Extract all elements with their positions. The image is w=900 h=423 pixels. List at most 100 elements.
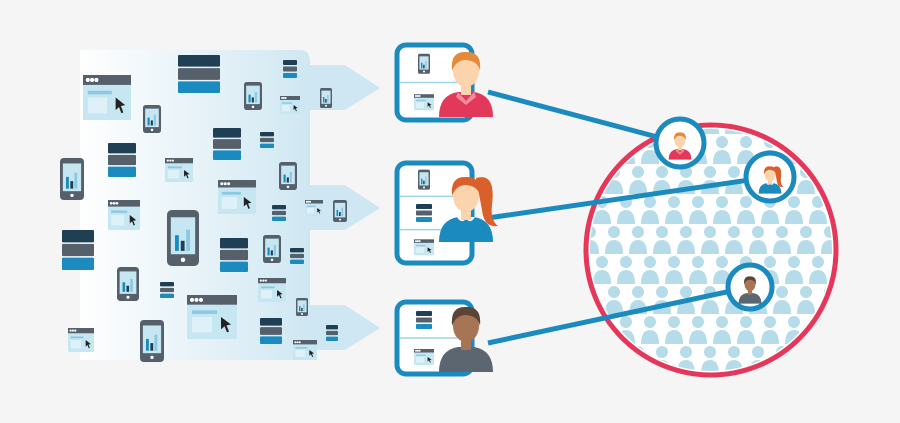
- browser-window-icon: [293, 340, 317, 360]
- face: [453, 310, 479, 342]
- browser-window-icon: [108, 200, 140, 230]
- smartphone-chart-icon: [296, 298, 308, 316]
- user-profile-dark-man-mini: [738, 276, 762, 304]
- face: [764, 167, 776, 182]
- browser-window-icon: [83, 75, 131, 120]
- crowd-person-icon: [737, 196, 755, 224]
- face: [674, 133, 686, 148]
- browser-window-icon: [414, 94, 434, 111]
- crowd-person-icon: [773, 286, 791, 314]
- crowd-person-icon: [665, 256, 683, 284]
- crowd-person-icon: [590, 166, 599, 194]
- connector-line-1: [487, 89, 681, 146]
- smartphone-chart-icon: [60, 158, 84, 200]
- hair: [674, 132, 686, 141]
- ponytail: [774, 166, 784, 188]
- user-profile-man-mini: [668, 132, 692, 160]
- crowd-person-icon: [809, 136, 827, 164]
- crowd-person-icon: [665, 316, 683, 344]
- crowd-person-icon: [773, 226, 791, 254]
- crowd-person-icon: [833, 196, 851, 224]
- crowd-person-icon: [665, 196, 683, 224]
- server-stack-icon: [326, 325, 338, 341]
- crowd-person-icon: [677, 226, 695, 254]
- server-stack-icon: [283, 60, 297, 78]
- crowd-person-icon: [689, 256, 707, 284]
- server-stack-icon: [178, 55, 220, 93]
- crowd-person-icon: [605, 346, 623, 371]
- crowd-person-icon: [605, 129, 623, 134]
- server-stack-icon: [416, 204, 432, 222]
- crowd-person-icon: [701, 226, 719, 254]
- crowd-person-icon: [821, 166, 832, 194]
- neck: [767, 179, 773, 185]
- browser-window-icon: [187, 295, 237, 339]
- smartphone-chart-icon: [117, 267, 139, 301]
- user-profile-man: [439, 51, 493, 117]
- smartphone-chart-icon: [140, 320, 164, 362]
- hair: [764, 166, 776, 175]
- server-stack-icon: [160, 282, 174, 298]
- crowd-person-icon: [725, 226, 743, 254]
- face: [744, 277, 756, 292]
- crowd-person-icon: [605, 226, 623, 254]
- server-stack-icon: [290, 248, 304, 264]
- crowd-person-icon: [713, 136, 731, 164]
- browser-window-icon: [68, 328, 94, 352]
- neck: [461, 83, 471, 95]
- server-stack-icon: [62, 230, 94, 270]
- flow-arrow-3: [300, 305, 380, 350]
- crowd-person-icon: [605, 286, 623, 314]
- server-stack-icon: [108, 143, 136, 177]
- crowd-person-icon: [617, 256, 635, 284]
- crowd-person-icon: [797, 129, 815, 134]
- crowd-person-icon: [713, 316, 731, 344]
- browser-window-icon: [218, 180, 256, 214]
- smartphone-chart-icon: [418, 169, 430, 190]
- crowd-person-icon: [641, 256, 659, 284]
- neck: [461, 338, 471, 350]
- neck: [677, 145, 683, 151]
- server-stack-icon: [260, 318, 282, 344]
- browser-window-icon: [414, 239, 434, 256]
- shirt: [439, 347, 493, 372]
- smartphone-chart-icon: [333, 200, 347, 222]
- crowd-person-icon: [833, 316, 851, 344]
- crowd-person-icon: [701, 346, 719, 371]
- connector-line-2: [487, 174, 771, 221]
- neck: [747, 289, 753, 295]
- hair: [451, 306, 481, 326]
- crowd-person-icon: [689, 316, 707, 344]
- crowd-match-2: [743, 150, 797, 204]
- hair: [744, 276, 756, 285]
- crowd-person-icon: [590, 226, 599, 254]
- user-profile-woman: [439, 176, 498, 242]
- crowd-match-1: [653, 116, 707, 170]
- profile-cards: [394, 42, 498, 377]
- hair: [451, 176, 481, 196]
- face: [453, 55, 479, 87]
- connector-line-3: [487, 284, 751, 346]
- crowd-person-icon: [737, 316, 755, 344]
- crowd-person-icon: [797, 286, 815, 314]
- browser-window-icon: [258, 278, 286, 302]
- crowd-person-icon: [821, 226, 832, 254]
- crowd-person-icon: [701, 129, 719, 134]
- server-stack-icon: [260, 132, 274, 148]
- crowd-person-icon: [761, 316, 779, 344]
- crowd-person-icon: [797, 226, 815, 254]
- crowd-person-icon: [821, 129, 832, 134]
- browser-window-icon: [165, 158, 193, 182]
- smartphone-chart-icon: [279, 162, 297, 190]
- user-profile-dark-man: [439, 306, 493, 372]
- crowd-person-icon: [713, 196, 731, 224]
- server-stack-icon: [220, 238, 248, 272]
- face: [453, 180, 479, 212]
- shirt: [758, 183, 782, 194]
- shirt: [738, 293, 762, 304]
- smartphone-chart-icon: [167, 210, 199, 266]
- crowd-person-icon: [593, 256, 611, 284]
- crowd-person-icon: [833, 136, 851, 164]
- crowd-circle: [583, 122, 851, 378]
